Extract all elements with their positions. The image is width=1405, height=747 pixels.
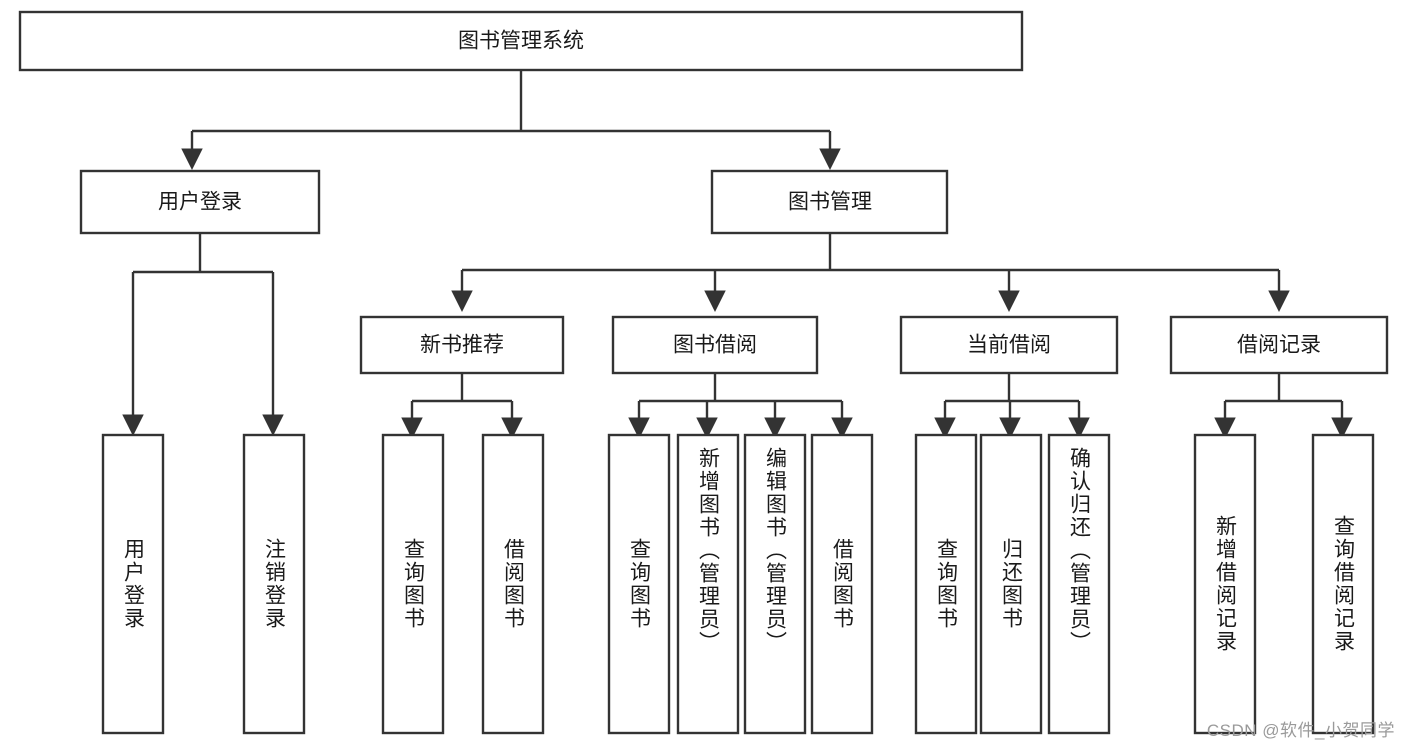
node-borrow-record-label: 借阅记录 [1237,334,1321,357]
node-leaf-return-book-label: 归还图书 [1000,538,1024,630]
node-leaf-query-book-1-label: 查询图书 [402,538,426,630]
node-leaf-add-book-label: 新增图书（管理员） [697,447,721,654]
node-new-book-recommend[interactable]: 新书推荐 [359,315,565,375]
node-root-label: 图书管理系统 [458,30,584,53]
node-leaf-add-book[interactable]: 新增图书（管理员） [676,433,740,735]
node-leaf-query-record[interactable]: 查询借阅记录 [1311,433,1375,735]
node-leaf-add-record[interactable]: 新增借阅记录 [1193,433,1257,735]
node-borrow-record-box[interactable] [1169,315,1389,375]
node-leaf-logout-label: 注销登录 [263,538,287,630]
node-leaf-borrow-book-2-box[interactable] [810,433,874,735]
node-leaf-add-book-box[interactable] [676,433,740,735]
node-leaf-query-book-1-box[interactable] [381,433,445,735]
node-leaf-edit-book[interactable]: 编辑图书（管理员） [743,433,807,735]
node-leaf-edit-book-label: 编辑图书（管理员） [764,447,788,654]
node-leaf-borrow-book-1-label: 借阅图书 [502,538,526,630]
node-leaf-query-record-box[interactable] [1311,433,1375,735]
node-user-login-label: 用户登录 [158,191,242,214]
node-book-manage-box[interactable] [710,169,949,235]
node-root-box[interactable] [18,10,1024,72]
node-borrow-record[interactable]: 借阅记录 [1169,315,1389,375]
node-current-borrow-label: 当前借阅 [967,334,1051,357]
node-current-borrow[interactable]: 当前借阅 [899,315,1119,375]
node-book-borrow-label: 图书借阅 [673,334,757,357]
node-leaf-borrow-book-2-label: 借阅图书 [831,538,855,630]
node-leaf-add-record-box[interactable] [1193,433,1257,735]
node-leaf-query-book-2[interactable]: 查询图书 [607,433,671,735]
node-leaf-return-book[interactable]: 归还图书 [979,433,1043,735]
node-leaf-query-record-label: 查询借阅记录 [1332,515,1356,653]
node-user-login-box[interactable] [79,169,321,235]
node-leaf-user-login-label: 用户登录 [122,538,146,630]
node-user-login[interactable]: 用户登录 [79,169,321,235]
node-leaf-user-login-box[interactable] [101,433,165,735]
node-book-borrow-box[interactable] [611,315,819,375]
node-leaf-confirm-return-box[interactable] [1047,433,1111,735]
node-leaf-query-book-3-label: 查询图书 [935,538,959,630]
node-leaf-edit-book-box[interactable] [743,433,807,735]
node-leaf-return-book-box[interactable] [979,433,1043,735]
node-leaf-confirm-return-label: 确认归还（管理员） [1068,447,1092,654]
node-current-borrow-box[interactable] [899,315,1119,375]
node-leaf-logout-box[interactable] [242,433,306,735]
node-leaf-borrow-book-1[interactable]: 借阅图书 [481,433,545,735]
node-leaf-query-book-2-label: 查询图书 [628,538,652,630]
node-book-manage[interactable]: 图书管理 [710,169,949,235]
node-new-book-recommend-box[interactable] [359,315,565,375]
node-leaf-borrow-book-2[interactable]: 借阅图书 [810,433,874,735]
node-book-manage-label: 图书管理 [788,191,872,214]
node-book-borrow[interactable]: 图书借阅 [611,315,819,375]
node-leaf-add-record-label: 新增借阅记录 [1214,515,1238,653]
node-leaf-user-login[interactable]: 用户登录 [101,433,165,735]
node-leaf-query-book-3-box[interactable] [914,433,978,735]
node-new-book-recommend-label: 新书推荐 [420,334,504,357]
node-leaf-query-book-2-box[interactable] [607,433,671,735]
node-leaf-query-book-1[interactable]: 查询图书 [381,433,445,735]
connector-group [122,70,1353,439]
node-leaf-borrow-book-1-box[interactable] [481,433,545,735]
node-root[interactable]: 图书管理系统 [18,10,1024,72]
node-leaf-confirm-return[interactable]: 确认归还（管理员） [1047,433,1111,735]
node-leaf-logout[interactable]: 注销登录 [242,433,306,735]
node-leaf-query-book-3[interactable]: 查询图书 [914,433,978,735]
